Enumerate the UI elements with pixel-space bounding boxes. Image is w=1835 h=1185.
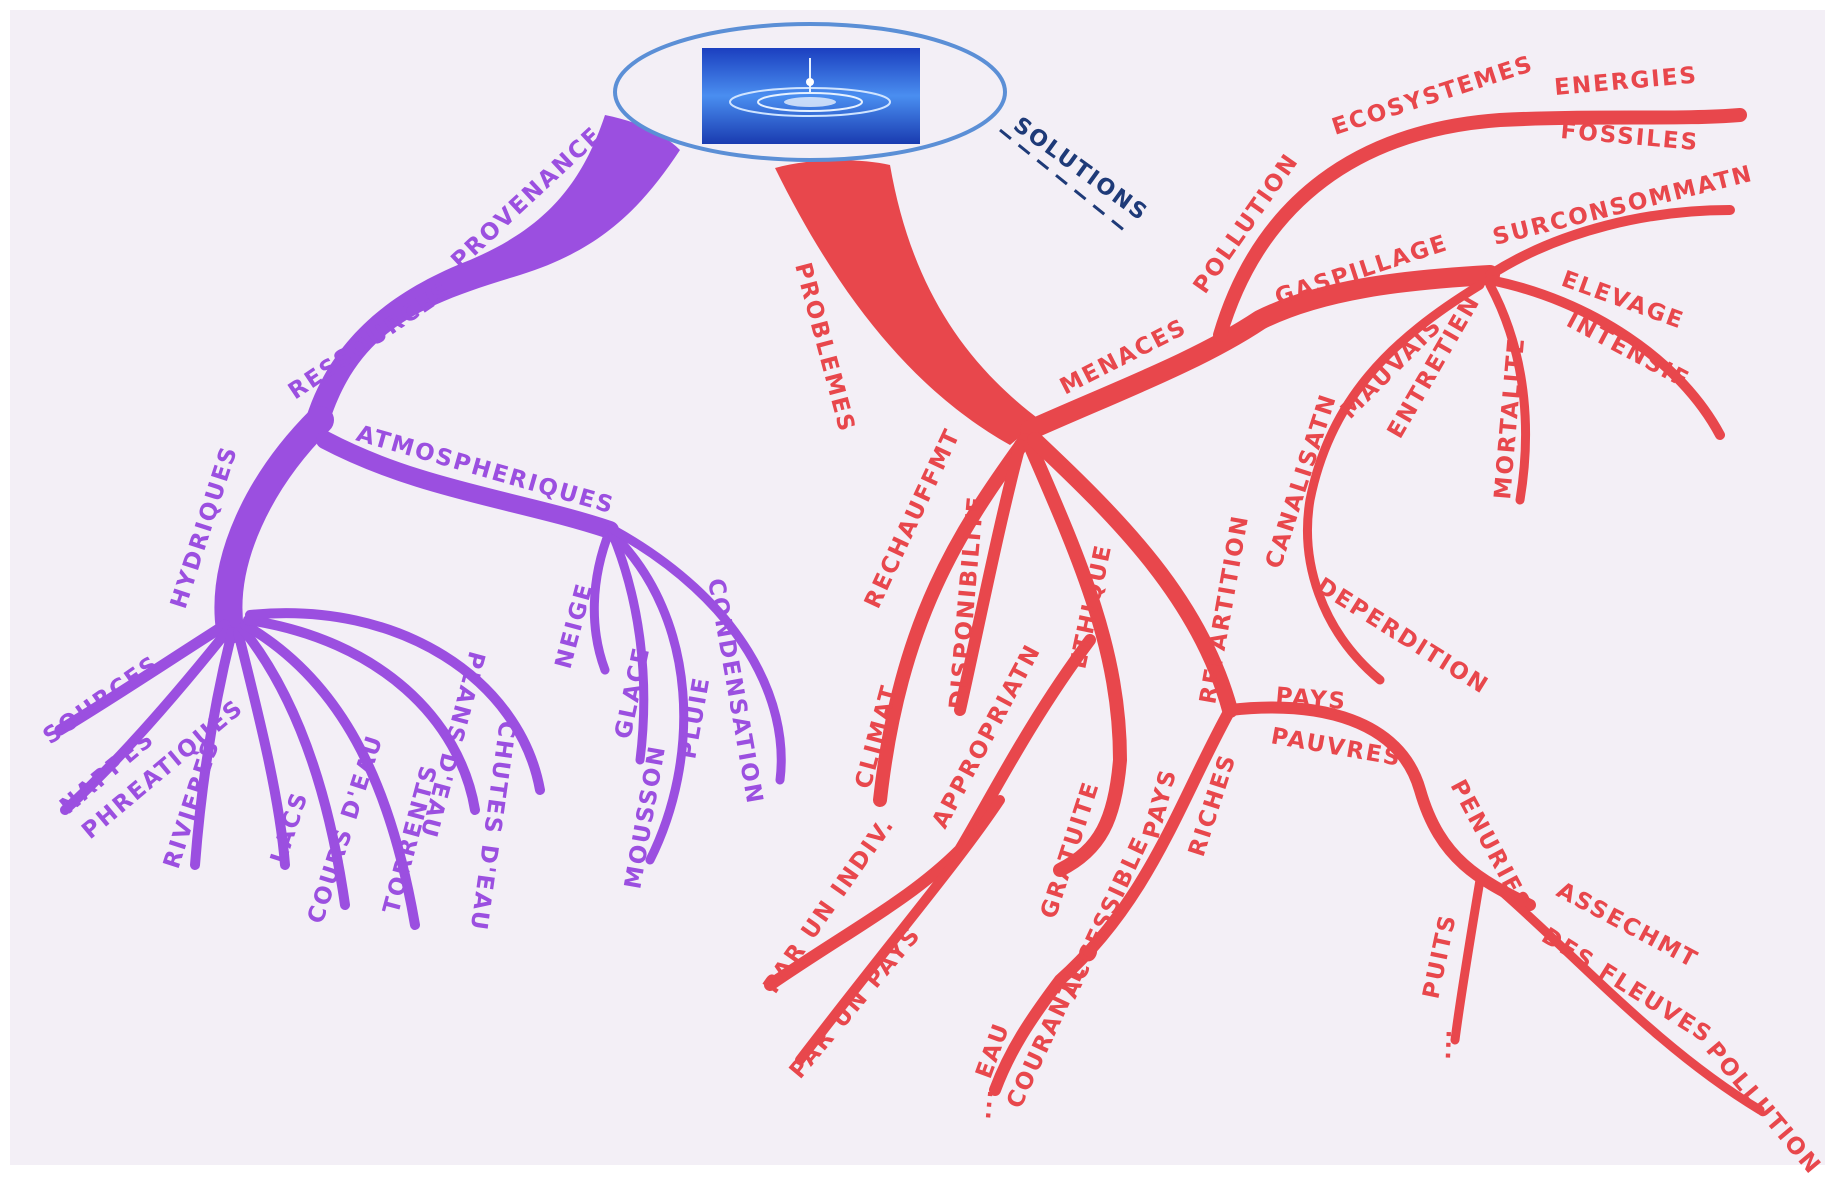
provenance-trunk [300, 115, 680, 440]
glace-label: GLACE [610, 644, 655, 741]
puits-label: PUITS [1418, 911, 1461, 1001]
puits-dots-label: ... [1430, 1027, 1457, 1060]
central-topic [615, 24, 1005, 160]
ressources-label: RESSOURCES [284, 277, 457, 405]
eau-dots-label: ... [970, 1086, 999, 1120]
water-drop-image [702, 48, 920, 144]
provenance-labels: PROVENANCE RESSOURCES HYDRIQUES ATMOSPHE… [39, 122, 768, 933]
canalisation-label: CANALISATN [1261, 390, 1342, 572]
rechauffement-label: RECHAUFFMT [860, 425, 966, 613]
solutions-branch: SOLUTIONS [1000, 113, 1152, 235]
pollution-leaf-label: POLLUTION [1700, 1037, 1826, 1180]
energies-label: ENERGIES [1553, 63, 1699, 101]
pays-riches-riches-label: RICHES [1184, 750, 1242, 860]
des-fleuves-label: DES FLEUVES [1537, 923, 1717, 1049]
penuries-label: PENURIES [1445, 776, 1536, 916]
repartition-label: REPARTITION [1195, 512, 1254, 706]
solutions-label: SOLUTIONS [1008, 113, 1152, 227]
chutes-d-eau-label: CHUTES D'EAU [464, 719, 519, 933]
